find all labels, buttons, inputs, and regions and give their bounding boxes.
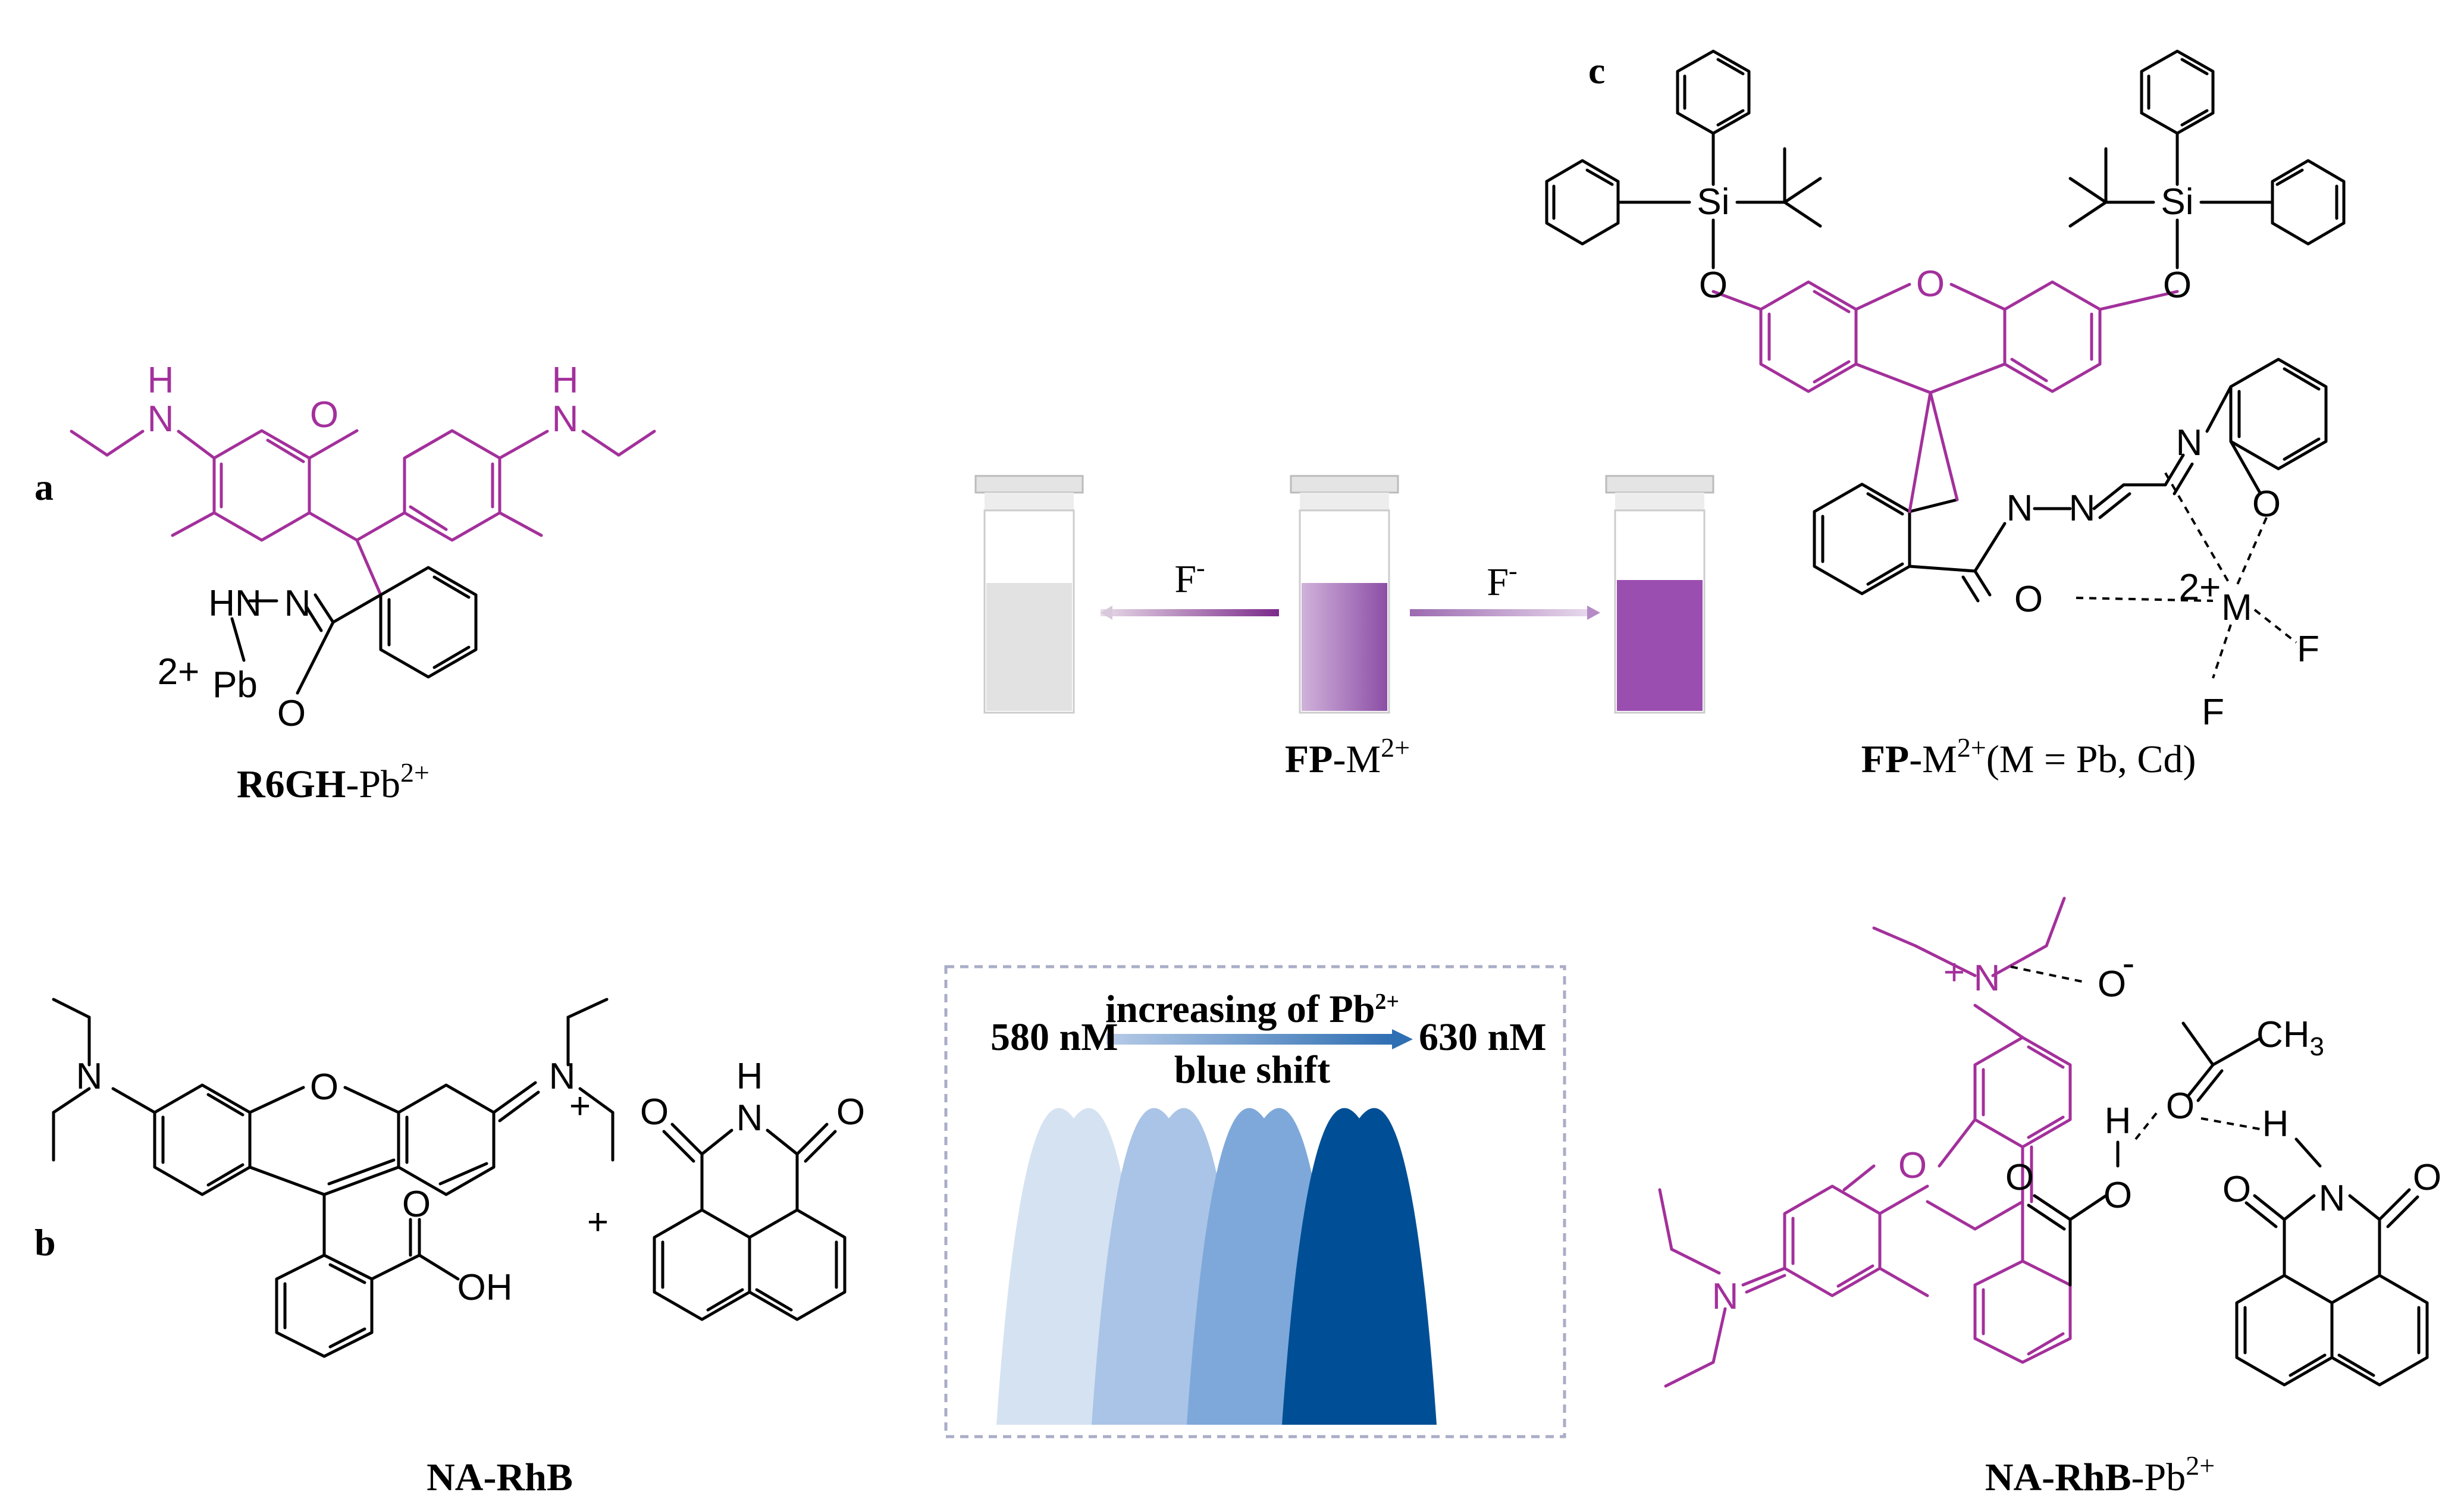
atom-f: F (2297, 629, 2319, 670)
emission-peaks (996, 1108, 1437, 1425)
arrow-text-blueshift: blue shift (1174, 1048, 1330, 1092)
atom-hn: HN (208, 583, 262, 624)
atom-o: O (402, 1184, 431, 1225)
emission-box (944, 965, 1566, 1438)
panel-b-structure: N O N + O OH H N O O (52, 998, 865, 1358)
atom-o: O (836, 1092, 865, 1133)
atom-n: N (284, 583, 311, 624)
atom-m: M (2221, 587, 2252, 628)
atom-n: N (76, 1056, 103, 1097)
panel-c-structure: Si Si O O O N N N O O 2+ M F F (1545, 49, 2346, 733)
atom-h: H (148, 360, 174, 401)
arrow-label-right: F- (1487, 556, 1517, 604)
atom-h: H (736, 1056, 763, 1097)
atom-oh: OH (457, 1267, 513, 1308)
atom-n: N (736, 1098, 763, 1139)
value-580: 580 nM (990, 1015, 1118, 1059)
atom-o-ring: O (310, 1067, 338, 1108)
atom-o: O (2166, 1086, 2195, 1127)
atom-n: N (2007, 488, 2033, 529)
atom-charge: - (2123, 943, 2135, 984)
arrow-text-increasing: increasing of Pb2+ (1105, 988, 1399, 1031)
panel-a-structure: O H N H N HN N Pb 2+ O (70, 360, 656, 734)
panel-d-structure: N + O - CH3 O H H O O O N N O O (1658, 896, 2441, 1388)
caption-na-rhb-pb: NA-RhB-Pb2+ (1985, 1450, 2215, 1499)
atom-o-ring: O (310, 394, 338, 435)
atom-h: H (552, 360, 579, 401)
plus-sign: + (587, 1202, 609, 1243)
atom-o: O (277, 693, 306, 734)
atom-pb: Pb (212, 664, 258, 706)
atom-charge: 2+ (158, 651, 200, 692)
panel-c-label: c (1588, 49, 1605, 92)
atom-charge: 2+ (2179, 567, 2221, 608)
atom-o-ring: O (1898, 1145, 1927, 1186)
atom-o: O (2098, 964, 2126, 1005)
cuvette-middle (1290, 475, 1399, 714)
atom-h: H (2105, 1101, 2131, 1142)
atom-charge: + (569, 1086, 591, 1127)
atom-o: O (2252, 484, 2281, 525)
atom-ch3: CH3 (2256, 1014, 2324, 1061)
cuvette-left (974, 475, 1084, 714)
atom-n: N (1712, 1276, 1739, 1317)
atom-o: O (2163, 265, 2192, 306)
arrow-right (1410, 606, 1600, 620)
cuvette-right (1605, 475, 1714, 714)
arrow-label-left: F- (1174, 553, 1205, 601)
atom-n: N (549, 1056, 576, 1097)
atom-o: O (1699, 265, 1728, 306)
atom-n: N (148, 399, 174, 440)
emission-peak (1282, 1108, 1437, 1425)
atom-charge: + (1943, 952, 1965, 993)
atom-o: O (2005, 1157, 2034, 1198)
caption-fp-complex: FP-M2+(M = Pb, Cd) (1861, 732, 2196, 781)
atom-n: N (552, 399, 579, 440)
atom-si: Si (2161, 181, 2193, 222)
atom-si: Si (1697, 181, 1729, 222)
atom-o: O (2104, 1175, 2132, 1216)
atom-n: N (2176, 422, 2203, 463)
atom-o: O (640, 1092, 669, 1133)
panel-a-label: a (35, 466, 54, 508)
panel-b-label: b (35, 1221, 56, 1264)
atom-o: O (2413, 1157, 2441, 1198)
caption-na-rhb: NA-RhB (427, 1456, 573, 1499)
atom-o-ring: O (1916, 264, 1945, 305)
atom-o: O (2014, 579, 2043, 620)
atom-n: N (2069, 488, 2096, 529)
atom-f: F (2202, 692, 2224, 733)
atom-o: O (2222, 1169, 2251, 1210)
atom-n: N (1974, 958, 2001, 999)
value-630: 630 nM (1419, 1015, 1547, 1059)
caption-fp-cuvette: FP-M2+ (1285, 732, 1410, 781)
atom-h: H (2262, 1104, 2289, 1145)
caption-r6gh: R6GH-Pb2+ (237, 757, 430, 806)
arrow-left (1101, 606, 1279, 620)
atom-n: N (2319, 1178, 2346, 1219)
